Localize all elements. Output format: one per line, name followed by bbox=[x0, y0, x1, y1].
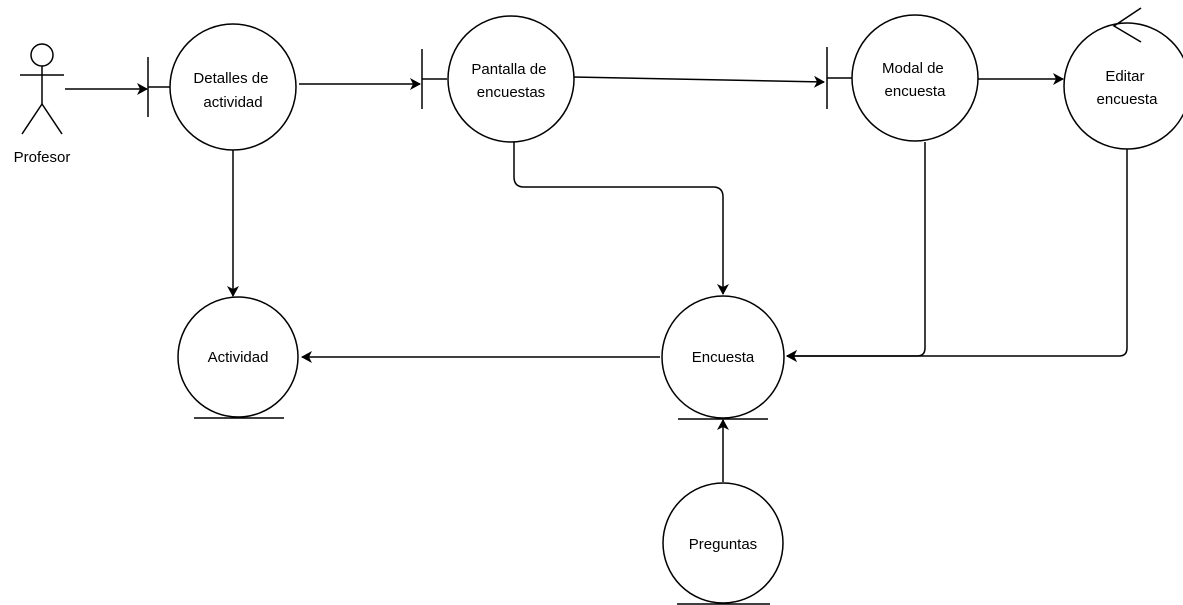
control-label: Editar encuesta bbox=[1097, 68, 1159, 108]
boundary-circle bbox=[447, 15, 575, 143]
actor-right-leg bbox=[41, 103, 63, 135]
entity-label: Encuesta bbox=[692, 349, 755, 366]
entity-actividad: Actividad bbox=[177, 296, 299, 419]
boundary-modal-de-encuesta: Modal de encuesta bbox=[826, 14, 979, 142]
boundary-label: Modal de encuesta bbox=[882, 60, 948, 100]
control-arrow-icon bbox=[1112, 7, 1142, 43]
actor-profesor: Profesor bbox=[14, 43, 71, 166]
entity-label: Actividad bbox=[208, 349, 269, 366]
entity-encuesta: Encuesta bbox=[661, 295, 785, 420]
entity-circle bbox=[177, 296, 299, 418]
control-editar-encuesta: Editar encuesta bbox=[1063, 7, 1183, 150]
boundary-label: Pantalla de encuestas bbox=[471, 61, 550, 101]
entity-circle bbox=[661, 295, 785, 419]
connector-pantalla-to-encuesta bbox=[513, 141, 729, 295]
entity-label: Preguntas bbox=[689, 536, 757, 553]
control-circle bbox=[1063, 22, 1183, 150]
actor-left-leg bbox=[21, 103, 43, 135]
boundary-circle bbox=[851, 14, 979, 142]
connector-editar-to-encuesta bbox=[786, 149, 1128, 362]
boundary-circle bbox=[169, 23, 297, 151]
connector-pantalla-to-modal bbox=[572, 75, 825, 88]
actor-head bbox=[30, 43, 54, 67]
boundary-pantalla-de-encuestas: Pantalla de encuestas bbox=[421, 15, 575, 143]
connectors bbox=[65, 73, 1128, 482]
connector-modal-to-encuesta bbox=[786, 142, 926, 362]
actor-label: Profesor bbox=[14, 149, 71, 166]
boundary-label: Detalles de actividad bbox=[193, 70, 272, 111]
entity-circle bbox=[662, 482, 784, 604]
entity-preguntas: Preguntas bbox=[662, 482, 784, 605]
boundary-detalles-de-actividad: Detalles de actividad bbox=[147, 23, 297, 151]
